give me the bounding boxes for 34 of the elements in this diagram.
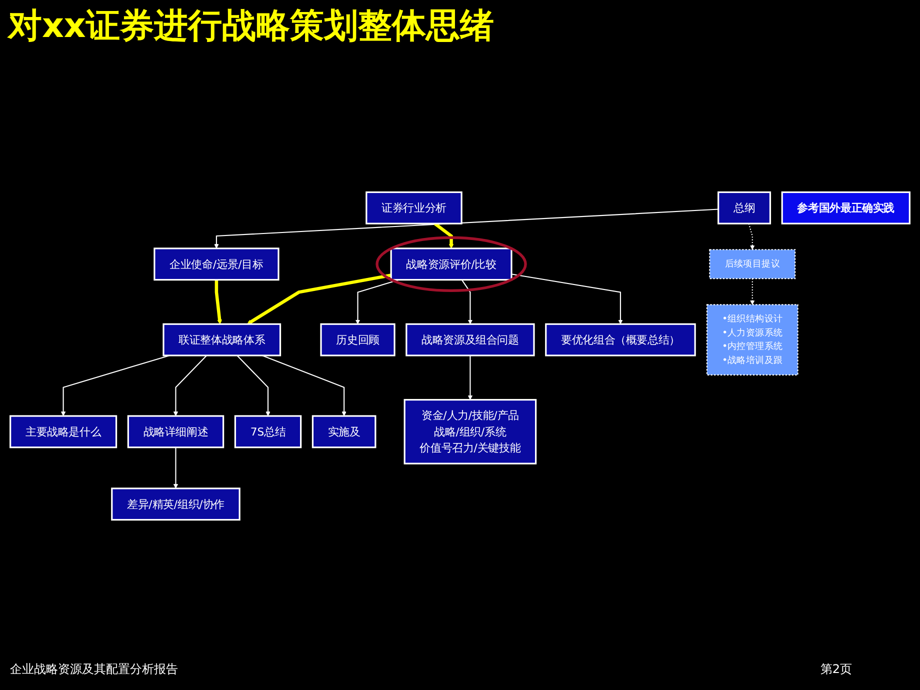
footer-text: 企业战略资源及其配置分析报告 [10,662,178,676]
node-box: 战略资源评价/比较 [390,248,512,281]
node-box: 资金/人力/技能/产品 战略/组织/系统 价值号召力/关键技能 [404,398,537,464]
arrow [434,222,454,249]
node-box: 差异/精英/组织/协作 [111,488,240,521]
node-box: 战略资源及组合问题 [406,323,535,356]
node-box: 企业使命/远景/目标 [154,248,280,281]
arrow [247,274,392,324]
node-box: 总纲 [718,191,772,224]
node-box: 证券行业分析 [366,191,462,224]
arrow [214,208,718,249]
arrow [173,447,178,489]
arrow [748,223,755,250]
node-box: 主要战略是什么 [10,415,118,448]
arrow [750,278,755,305]
arrow [214,280,222,324]
arrow [262,354,346,416]
title: 对xx证券进行战略策划整体思绪 [8,6,494,46]
arrow [236,355,270,416]
arrow [468,355,473,400]
arrow [60,354,170,416]
node-box: 7S总结 [234,415,302,448]
arrow [511,274,623,324]
node-box: 参考国外最正确实践 [781,191,910,224]
node-box: •组织结构设计 •人力资源系统 •内控管理系统 •战略培训及跟 [706,304,798,376]
page-number: 第2页 [820,662,852,676]
node-box: 要优化组合（概要总结） [545,323,696,356]
arrow [173,355,208,416]
node-box: 实施及 [312,415,376,448]
node-box: 战略详细阐述 [127,415,224,448]
node-box: 后续项目提议 [709,249,796,280]
node-box: 历史回顾 [320,323,396,356]
node-box: 联证整体战略体系 [162,323,282,356]
arrow [461,279,473,324]
